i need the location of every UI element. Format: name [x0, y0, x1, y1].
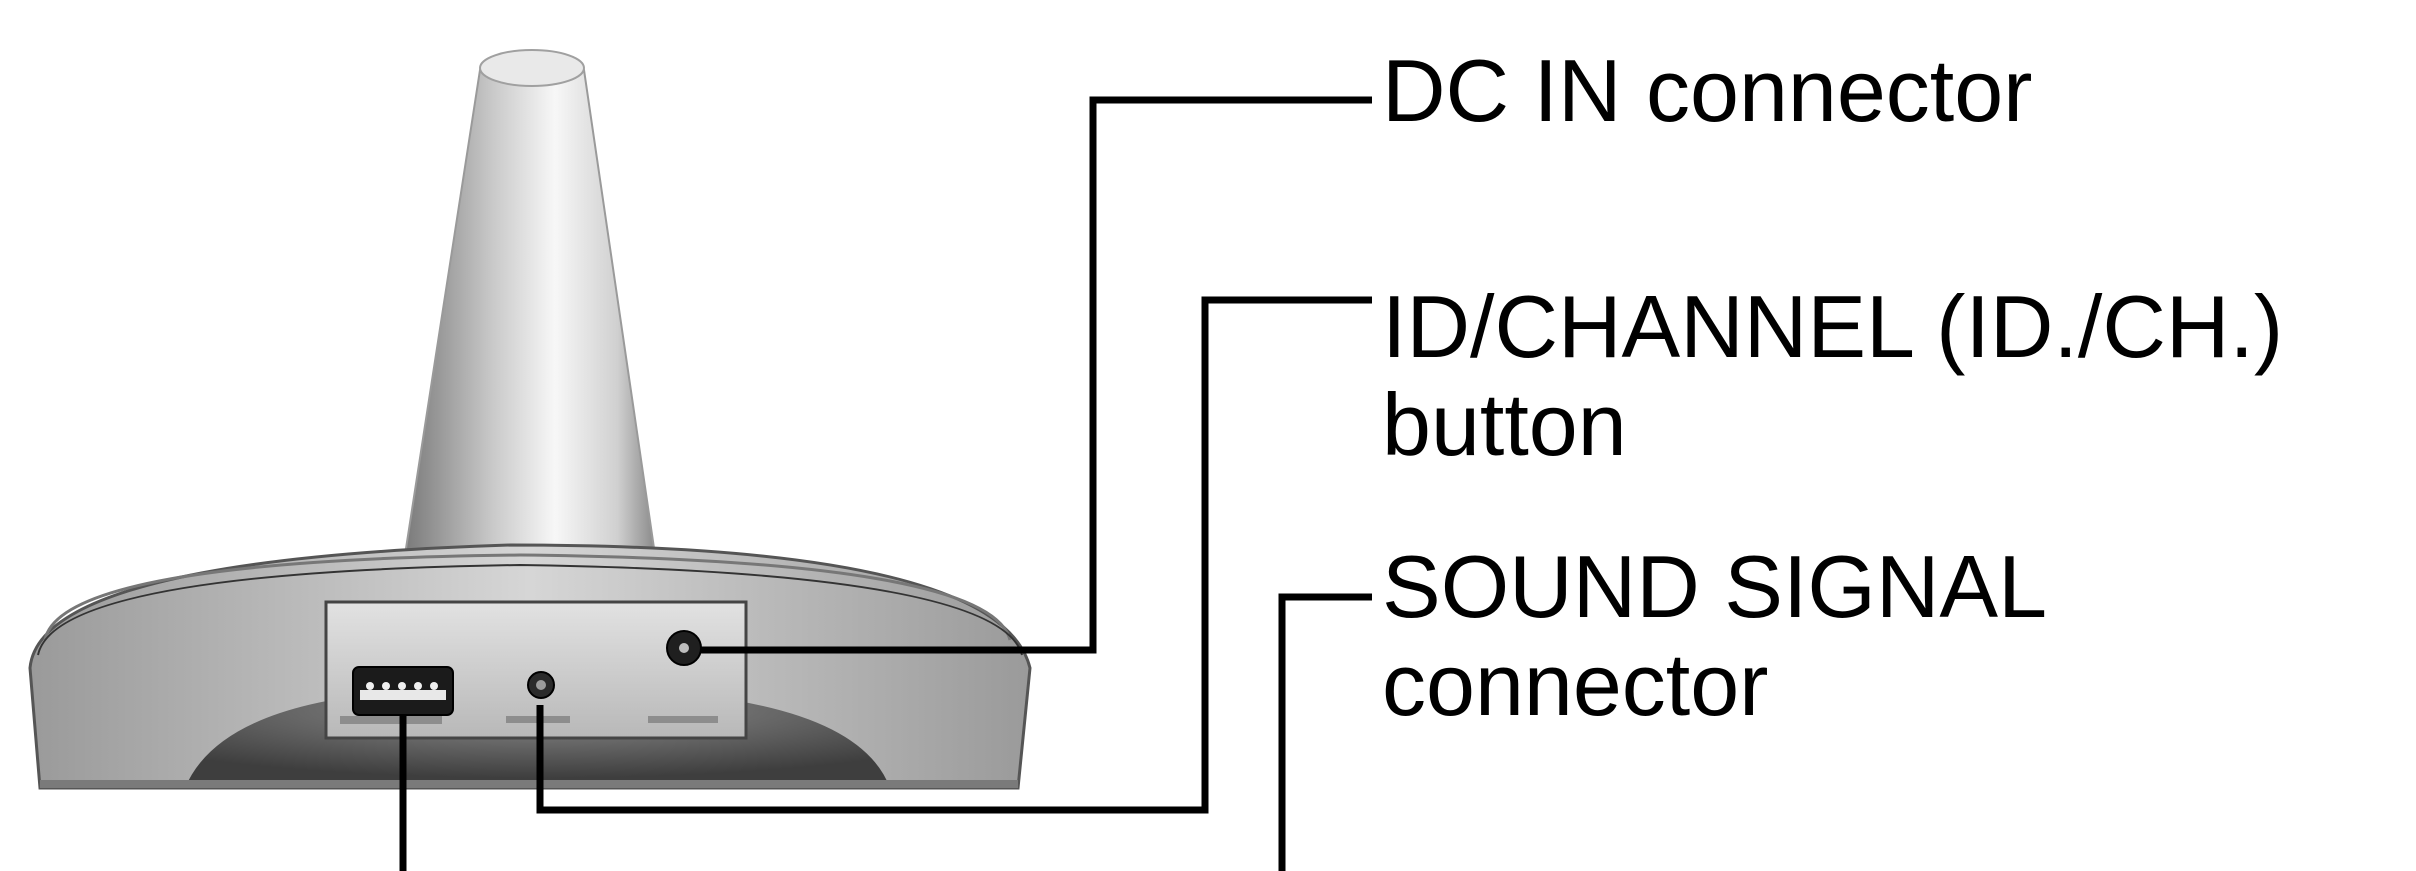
- label-sound-signal-line2: connector: [1382, 635, 1769, 734]
- dc-jack-icon: [648, 630, 718, 723]
- usb-port-icon: [340, 666, 454, 724]
- antenna-cone: [403, 49, 657, 571]
- leader-dc-in: [700, 96, 1372, 654]
- label-sound-signal-connector: SOUND SIGNAL connector: [1382, 538, 2047, 734]
- label-dc-in-text: DC IN connector: [1382, 41, 2033, 140]
- leader-sound-signal: [1278, 593, 1372, 871]
- label-id-channel-button: ID/CHANNEL (ID./CH.) button: [1382, 278, 2283, 474]
- label-dc-in-connector: DC IN connector: [1382, 42, 2032, 140]
- label-sound-signal-line1: SOUND SIGNAL: [1382, 537, 2048, 636]
- label-id-channel-line1: ID/CHANNEL (ID./CH.): [1382, 277, 2284, 376]
- leader-id-channel: [536, 296, 1372, 814]
- label-id-channel-line2: button: [1382, 375, 1627, 474]
- leader-lines: [399, 96, 1372, 871]
